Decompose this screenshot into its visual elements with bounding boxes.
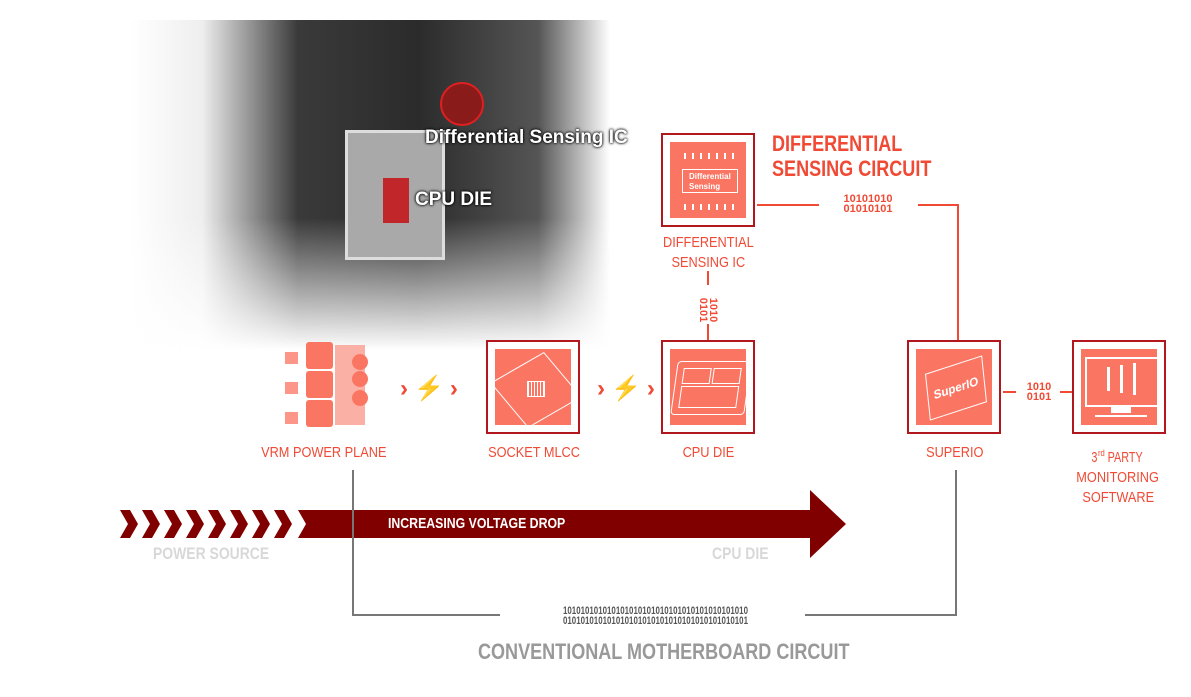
socket-mlcc-label: SOCKET MLCC <box>488 444 580 461</box>
differential-sensing-ic-box: Differential Sensing <box>661 133 755 227</box>
photo-callout-die: CPU DIE <box>415 189 493 210</box>
conventional-line-bottom-right <box>805 614 957 616</box>
vrm-label: VRM POWER PLANE <box>261 444 387 461</box>
power-flow-icon-1: ›⚡› <box>400 375 464 402</box>
superio-label: SUPERIO <box>926 444 984 461</box>
superio-to-software-line <box>1003 391 1016 393</box>
power-source-label: POWER SOURCE <box>153 544 270 563</box>
arrow-cpu-die-label: CPU DIE <box>712 544 769 563</box>
voltage-drop-label: INCREASING VOLTAGE DROP <box>388 515 566 532</box>
cpu-die-box <box>661 340 755 434</box>
conventional-line-left <box>352 470 354 616</box>
cpu-die-icon <box>670 361 746 415</box>
cpu-die-label: CPU DIE <box>682 444 734 461</box>
ic-to-superio-line <box>757 204 819 206</box>
die-to-ic-line <box>707 271 709 285</box>
voltage-drop-arrow <box>120 490 846 558</box>
conventional-circuit-title: CONVENTIONAL MOTHERBOARD CIRCUIT <box>478 639 850 664</box>
ic-to-superio-line-3 <box>957 204 959 340</box>
conventional-line-right <box>955 470 957 616</box>
monitoring-software-label: 3rd PARTY MONITORING SOFTWARE <box>1076 448 1160 506</box>
superio-chip-icon: SuperIO <box>925 355 987 421</box>
ic-to-superio-line-2 <box>918 204 959 206</box>
conventional-binary: 1010101010101010101010101010101010101010… <box>562 605 748 627</box>
power-flow-icon-2: ›⚡› <box>597 375 661 402</box>
superio-to-software-line-2 <box>1060 391 1072 393</box>
socket-mlcc-box <box>486 340 580 434</box>
differential-circuit-title: DIFFERENTIAL SENSING CIRCUIT <box>772 131 932 181</box>
ic-chip-icon: Differential Sensing <box>682 169 738 193</box>
monitor-icon <box>1085 357 1157 407</box>
superio-box: SuperIO <box>907 340 1001 434</box>
cpu-die-highlight <box>383 178 409 223</box>
sensing-ic-highlight <box>440 82 484 126</box>
monitoring-software-box <box>1072 340 1166 434</box>
die-to-ic-line-2 <box>707 324 709 340</box>
vrm-power-plane-icon <box>280 340 375 435</box>
conventional-line-bottom-left <box>352 614 500 616</box>
photo-callout-ic: Differential Sensing IC <box>425 127 628 148</box>
